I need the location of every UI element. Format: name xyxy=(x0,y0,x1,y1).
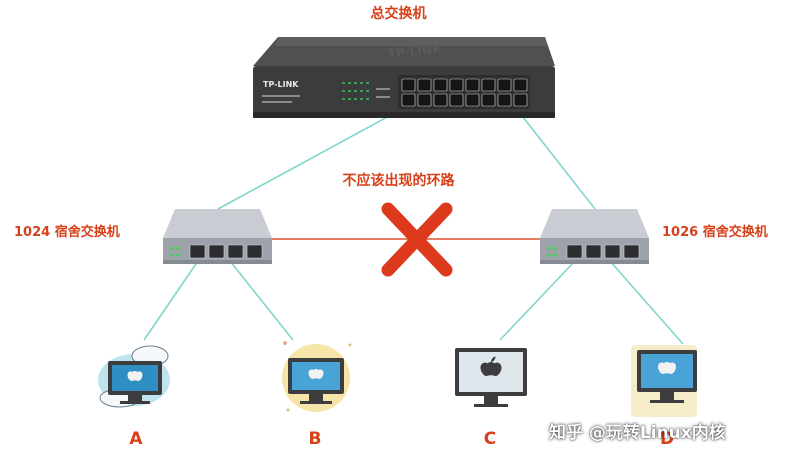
cable-core-to-right-switch xyxy=(511,102,596,210)
core-switch-title: 总交换机 xyxy=(370,6,427,22)
switch-port xyxy=(623,244,640,259)
computer-a-icon xyxy=(98,345,170,408)
switch-port xyxy=(433,78,448,92)
switch-port xyxy=(227,244,244,259)
switch-port xyxy=(246,244,263,259)
switch-port xyxy=(481,78,496,92)
switch-port xyxy=(497,78,512,92)
switch-port xyxy=(401,78,416,92)
computer-d-label: D xyxy=(659,429,675,449)
switch-port xyxy=(465,78,480,92)
cables xyxy=(143,102,684,345)
loop-warning-label: 不应该出现的环路 xyxy=(342,173,455,189)
switch-port xyxy=(604,244,621,259)
svg-text:TP-LINK: TP-LINK xyxy=(387,41,442,61)
switch-port xyxy=(417,78,432,92)
switch-port xyxy=(497,93,512,107)
computer-b-icon xyxy=(282,341,352,412)
cable-left-switch-to-a xyxy=(143,260,199,341)
switch-port xyxy=(401,93,416,107)
switch-port xyxy=(585,244,602,259)
left-switch-ports xyxy=(189,244,263,259)
switch-port xyxy=(189,244,206,259)
cable-core-to-left-switch xyxy=(217,102,414,210)
computer-c-label: C xyxy=(483,429,497,449)
cable-right-switch-to-c xyxy=(499,260,576,341)
switch-port xyxy=(566,244,583,259)
right-dorm-switch xyxy=(540,209,649,264)
core-switch: TP-LINK TP-LINK xyxy=(253,37,555,118)
right-switch-ports xyxy=(566,244,640,259)
computer-c-icon xyxy=(455,348,527,407)
core-switch-ports xyxy=(401,78,528,107)
switch-port xyxy=(208,244,225,259)
right-switch-label: 1026 宿舍交换机 xyxy=(662,225,768,240)
core-switch-brand: TP-LINK xyxy=(263,80,299,89)
watermark: 知乎 @玩转Linux内核 xyxy=(549,423,726,443)
computer-a-label: A xyxy=(129,429,143,449)
computer-d-icon xyxy=(631,345,697,417)
left-dorm-switch xyxy=(163,209,272,264)
cable-right-switch-to-d xyxy=(609,260,684,345)
switch-port xyxy=(449,93,464,107)
switch-port xyxy=(513,78,528,92)
left-switch-label: 1024 宿舍交换机 xyxy=(14,225,120,240)
switch-port xyxy=(513,93,528,107)
computer-b-label: B xyxy=(308,429,322,449)
switch-port xyxy=(449,78,464,92)
switch-port xyxy=(465,93,480,107)
switch-port xyxy=(417,93,432,107)
switch-port xyxy=(481,93,496,107)
switch-port xyxy=(433,93,448,107)
cable-left-switch-to-b xyxy=(229,260,294,341)
loop-forbidden-cross-icon xyxy=(381,202,453,277)
